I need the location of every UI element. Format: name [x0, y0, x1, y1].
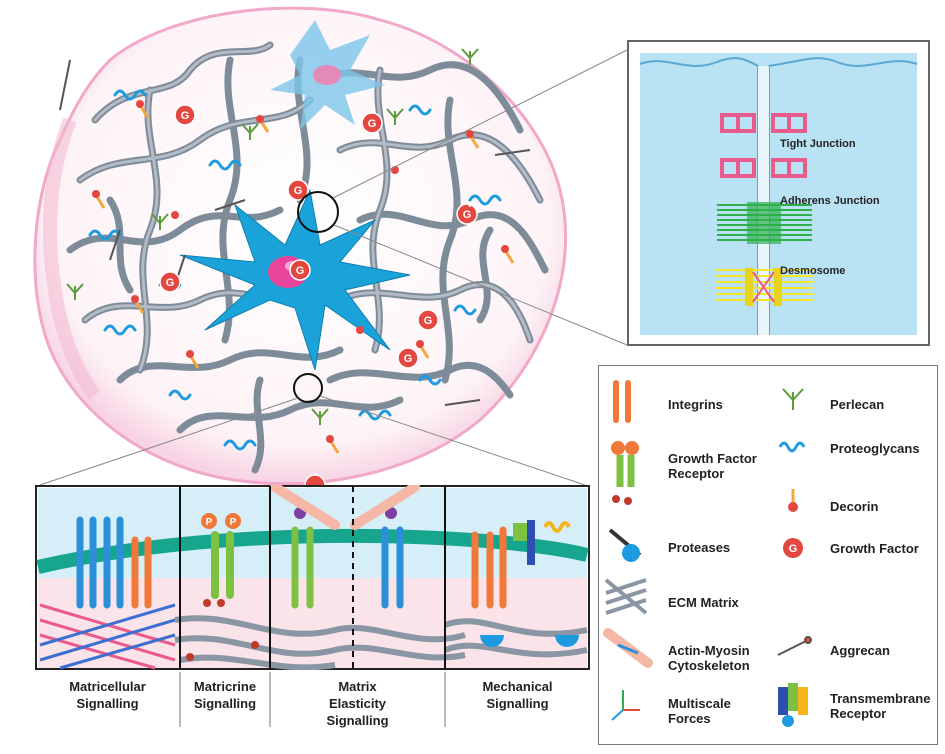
growth-factor-icon: G	[783, 538, 803, 558]
transmembrane-receptor-icon	[778, 683, 808, 727]
growth-factor-symbol: G	[166, 277, 175, 289]
ecm-matrix-icon	[604, 578, 648, 615]
legend-perlecan: Perlecan	[830, 397, 885, 412]
legend-ecm-matrix: ECM Matrix	[668, 595, 739, 610]
growth-factor-receptor-icon	[611, 441, 639, 505]
legend-icons: G	[603, 380, 812, 727]
growth-factor-markers: G G G G G G G G	[159, 104, 478, 490]
growth-factor-symbol: G	[424, 315, 433, 327]
legend-proteoglycans: Proteoglycans	[830, 441, 920, 456]
legend-aggrecan: Aggrecan	[830, 643, 890, 658]
integrins-icon	[613, 380, 631, 423]
proteoglycans-icon	[778, 441, 806, 453]
growth-factor-symbol: G	[404, 353, 413, 365]
desmosome-structure	[715, 269, 813, 301]
aggrecan-icon	[777, 636, 812, 656]
upper-cell	[270, 20, 385, 130]
actin-myosin-icon	[603, 628, 653, 668]
signalling-panels-illustration: P P	[35, 485, 590, 670]
tight-junction-label: Tight Junction	[780, 138, 856, 150]
decorin-markers	[92, 100, 515, 454]
zoom-circle-membrane	[293, 373, 323, 403]
zoom-circle-junction	[297, 191, 339, 233]
legend-growth-factor: Growth Factor	[830, 541, 919, 556]
growth-factor-symbol: G	[463, 209, 472, 221]
perlecan-markers	[66, 48, 479, 425]
growth-factor-symbol: G	[368, 118, 377, 130]
desmosome-label: Desmosome	[780, 265, 846, 277]
perlecan-icon	[782, 388, 804, 410]
phospho-symbol: P	[230, 517, 237, 528]
legend-decorin: Decorin	[830, 499, 879, 514]
legend-integrins: Integrins	[668, 397, 723, 412]
decorin-icon	[788, 489, 798, 512]
panel-label-dividers	[179, 672, 446, 727]
growth-factor-symbol: G	[296, 265, 305, 277]
growth-factor-symbol: G	[181, 110, 190, 122]
multiscale-forces-icon	[611, 690, 640, 721]
adherens-junction-label: Adherens Junction	[780, 195, 880, 207]
legend-box	[598, 365, 938, 745]
tight-junction-structure	[720, 113, 807, 178]
cell-junction-inset	[627, 40, 930, 346]
svg-text:G: G	[789, 543, 798, 555]
legend-proteases: Proteases	[668, 540, 731, 555]
protease-icon	[608, 528, 642, 562]
phospho-symbol: P	[206, 517, 213, 528]
growth-factor-symbol: G	[294, 185, 303, 197]
ecm-sphere-illustration: G G G G G G G G	[33, 6, 568, 490]
